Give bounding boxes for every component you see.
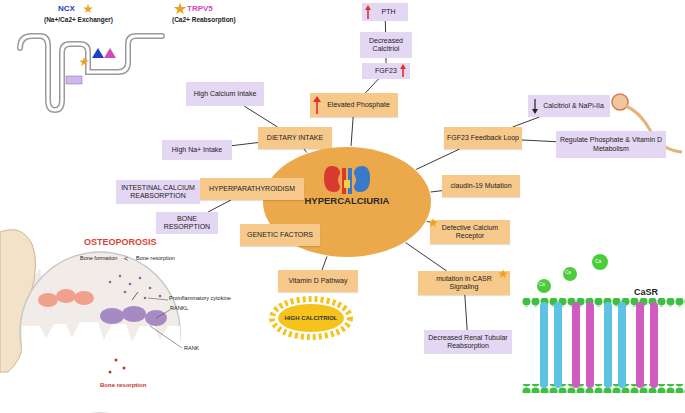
topic-box: Decreased Calcitriol (360, 32, 412, 58)
connector-line (304, 149, 307, 153)
topic-box: claudin-19 Mutation (442, 175, 520, 197)
topic-box: BONE RESORPTION (156, 212, 218, 234)
connector-line (365, 79, 378, 93)
annotation-label: CaSR (634, 288, 658, 297)
topic-box: FGF23 Feedback Loop (444, 127, 522, 149)
topic-box: Regulate Phosphate & Vitamin D Metabolis… (556, 131, 666, 158)
sun-badge: HIGH CALCITRIOL (268, 296, 354, 340)
annotation-label: Ca (565, 271, 571, 276)
node-text: INTESTINAL CALCIUM REABSORPTION (119, 184, 197, 200)
annotation-label: Ca (595, 259, 601, 264)
annotation-label: OSTEOPOROSIS (84, 238, 157, 247)
annotation-label: (Na+/Ca2+ Exchanger) (44, 17, 113, 24)
node-text: Decreased Renal Tubular Reabsorption (427, 334, 509, 350)
node-text: High Na+ Intake (172, 146, 222, 154)
connector-line (244, 106, 277, 127)
connector-line (513, 117, 540, 127)
annotation-label: Ca (539, 283, 545, 288)
osteoporosis-illustration (0, 230, 182, 412)
casr-illustration (522, 254, 685, 393)
node-text: Elevated Phosphate (327, 101, 390, 109)
annotation-label: Bone resorption (100, 382, 146, 388)
connector-line (416, 149, 459, 169)
topic-box: HYPERPARATHYROIDISM (200, 178, 304, 200)
topic-box: GENETIC FACTORS (240, 224, 320, 246)
annotation-label: Proinflammatory cytokine (169, 296, 231, 302)
annotation-label: Bone resorption (136, 256, 175, 262)
connector-line (406, 243, 447, 271)
topic-box: Elevated Phosphate (310, 93, 398, 117)
topic-box: mutation in CASR Signaling (418, 271, 510, 295)
node-text: GENETIC FACTORS (247, 231, 313, 239)
topic-box: High Na+ Intake (162, 140, 232, 160)
node-text: Regulate Phosphate & Vitamin D Metabolis… (559, 136, 663, 152)
node-text: mutation in CASR Signaling (421, 275, 507, 291)
node-text: Decreased Calcitriol (363, 37, 409, 53)
connector-line (522, 140, 556, 142)
annotation-label: NCX (58, 5, 75, 13)
node-text: FGF23 Feedback Loop (447, 134, 519, 142)
annotation-label: RANK (184, 346, 199, 352)
annotation-label: RANKL (170, 306, 188, 312)
topic-box: DIETARY INTAKE (258, 127, 332, 149)
increase-arrows (313, 5, 406, 114)
nephron-illustration (20, 36, 162, 110)
decrease-arrow (532, 99, 538, 114)
connector-line (322, 256, 327, 270)
connector-line (351, 117, 353, 146)
connector-line (208, 200, 231, 212)
topic-box: Vitamin D Pathway (278, 270, 358, 292)
topic-box: High Calcium Intake (186, 82, 264, 106)
node-text: HIGH CALCITRIOL (285, 315, 338, 322)
node-text: claudin-19 Mutation (450, 182, 511, 190)
node-text: High Calcium Intake (194, 90, 257, 98)
annotation-label: TRPV5 (187, 5, 213, 13)
topic-box: PTH (362, 3, 408, 21)
connector-line (431, 191, 442, 192)
annotation-label: Bone formation (80, 256, 117, 262)
annotation-label: (Ca2+ Reabsorption) (172, 17, 236, 24)
node-text: Defective Calcium Receptor (433, 224, 507, 240)
node-text: BONE RESORPTION (159, 215, 215, 231)
star-markers (79, 3, 508, 279)
annotation-label: < (124, 255, 128, 262)
topic-box: Calcitriol & NaPi-IIa (528, 95, 610, 117)
node-text: HYPERPARATHYROIDISM (209, 185, 295, 193)
node-text: HYPERCALCIURIA (305, 196, 390, 207)
node-text: DIETARY INTAKE (267, 134, 323, 142)
topic-box: Decreased Renal Tubular Reabsorption (424, 330, 512, 354)
topic-box: FGF23 (362, 63, 410, 79)
node-text: Calcitriol & NaPi-IIa (543, 102, 604, 110)
node-text: Vitamin D Pathway (288, 277, 347, 285)
node-text: PTH (382, 8, 396, 16)
node-text: FGF23 (375, 67, 397, 75)
connector-line (385, 21, 386, 32)
connector-line (232, 143, 258, 146)
connector-line (465, 295, 467, 330)
topic-box: Defective Calcium Receptor (430, 220, 510, 244)
topic-box: INTESTINAL CALCIUM REABSORPTION (116, 180, 200, 204)
